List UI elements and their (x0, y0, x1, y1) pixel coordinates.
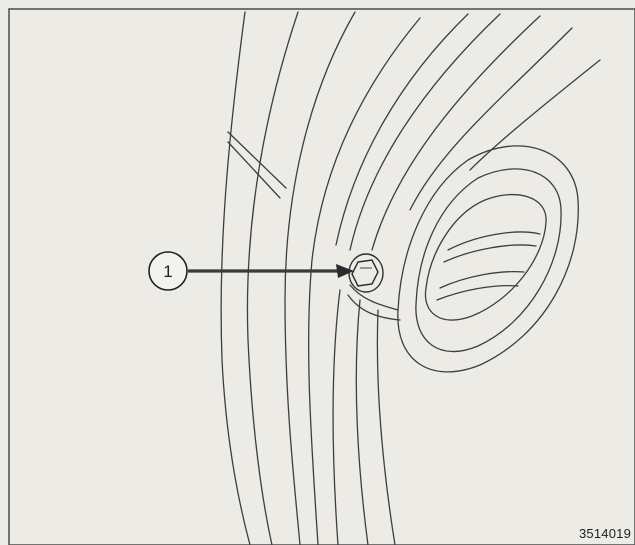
figure-border (8, 8, 635, 545)
callout-number: 1 (163, 262, 172, 281)
callout-leader-arrow (188, 264, 354, 278)
fender-lip-edge (246, 11, 299, 545)
mount-tab-line-2 (347, 294, 401, 321)
body-line-3 (335, 13, 469, 246)
grip-slot-lower-2 (436, 284, 519, 301)
callout-circle (148, 251, 188, 291)
figure-id-label: 3514019 (578, 526, 631, 541)
body-line-4 (349, 13, 501, 251)
handle-lever (424, 193, 547, 321)
grip-slot-upper-2 (443, 244, 537, 263)
body-line-9 (355, 299, 369, 545)
body-line-7 (469, 59, 601, 171)
body-line-6 (409, 27, 573, 211)
body-panel-lines (220, 11, 601, 545)
body-line-2 (307, 17, 421, 545)
panel-edge-outer (220, 11, 251, 545)
grip-slot-lower (439, 270, 525, 289)
grip-slot-upper (447, 231, 541, 251)
crease-line-a (227, 131, 287, 189)
body-line-5 (371, 15, 541, 251)
bolt-fastener (348, 253, 384, 293)
body-line-8 (332, 289, 341, 545)
crease-line-b (227, 141, 281, 199)
body-line-10 (376, 309, 396, 545)
handle-recess-inner (415, 168, 562, 353)
callout-marker: 1 (148, 251, 188, 291)
handle-recess-outer (397, 145, 579, 373)
body-line-1 (284, 11, 356, 545)
mount-tab-line (349, 284, 399, 311)
